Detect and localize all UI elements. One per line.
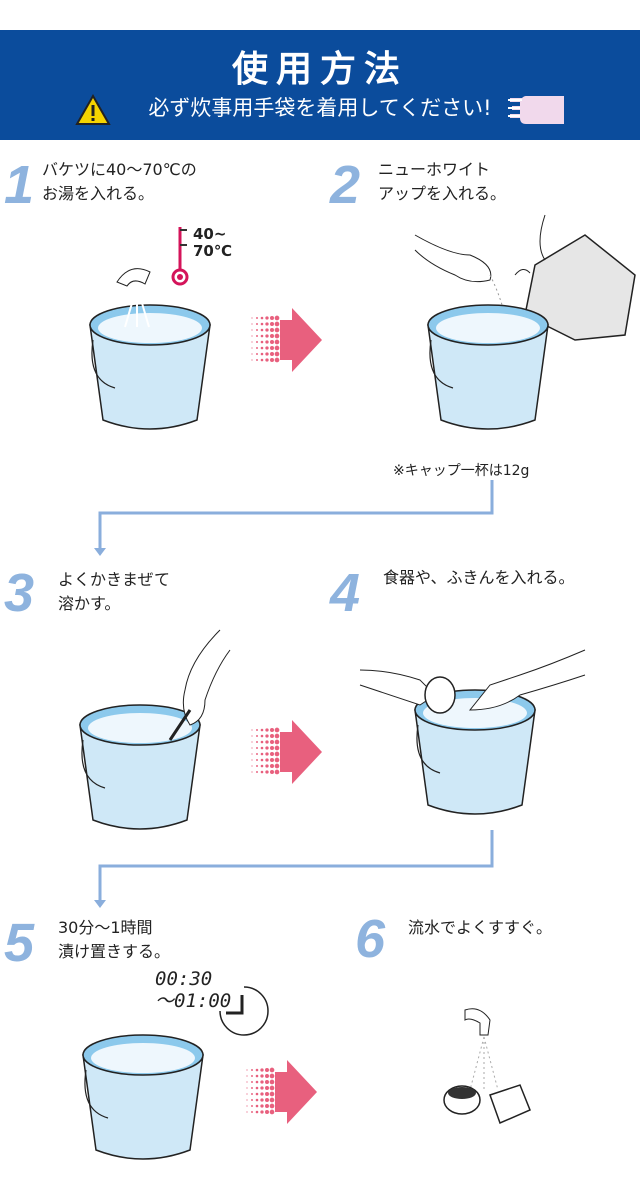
temp-min: 40~ bbox=[193, 225, 227, 243]
step-2-line-2: アップを入れる。 bbox=[378, 184, 507, 203]
timer-start: 00:30 bbox=[155, 968, 213, 990]
step-5-line-1: 30分～1時間 bbox=[58, 918, 153, 937]
step-1-line-2: お湯を入れる。 bbox=[42, 184, 155, 203]
temp-max: 70℃ bbox=[193, 242, 233, 260]
step-4-line-1: 食器や、ふきんを入れる。 bbox=[383, 568, 575, 587]
step-2-number: 2 bbox=[330, 155, 361, 215]
step-arrow bbox=[251, 308, 322, 372]
bucket-detergent bbox=[427, 304, 549, 430]
step-1-number: 1 bbox=[4, 155, 35, 215]
step-6-number: 6 bbox=[355, 909, 386, 969]
warning-line: 必ず炊事用手袋を着用してください! bbox=[0, 92, 640, 125]
step-6-line-1: 流水でよくすすぐ。 bbox=[408, 918, 553, 937]
glove-icon bbox=[508, 96, 564, 124]
step-arrow bbox=[251, 720, 322, 784]
step-2-text: ニューホワイトアップを入れる。 bbox=[378, 158, 506, 206]
step-1-text: バケツに40～70℃のお湯を入れる。 bbox=[42, 158, 197, 206]
step-3-line-2: 溶かす。 bbox=[58, 594, 121, 613]
step-5-text: 30分～1時間漬け置きする。 bbox=[58, 916, 170, 964]
bucket-stirring bbox=[79, 704, 201, 830]
step-5-number: 5 bbox=[4, 913, 35, 973]
hands-with-dishes-icon bbox=[359, 649, 586, 714]
timer-readout: 00:30～01:00 bbox=[155, 968, 231, 1012]
warning-icon bbox=[75, 93, 111, 125]
step-1-line-1: バケツに40～70℃の bbox=[42, 160, 197, 179]
cap-note: ※キャップ一杯は12g bbox=[393, 463, 530, 479]
clock-icon bbox=[219, 986, 269, 1036]
warning-text: 必ず炊事用手袋を着用してください! bbox=[148, 96, 492, 120]
step-6-text: 流水でよくすすぐ。 bbox=[408, 916, 552, 940]
step-4-number: 4 bbox=[330, 563, 361, 623]
bucket-soaking bbox=[82, 1034, 204, 1160]
step-3-text: よくかきまぜて溶かす。 bbox=[58, 568, 170, 616]
thermometer-icon bbox=[171, 227, 189, 286]
page-title: 使用方法 bbox=[231, 49, 408, 90]
step-5-line-2: 漬け置きする。 bbox=[58, 942, 171, 961]
header-banner: 使用方法 必ず炊事用手袋を着用してください! bbox=[0, 30, 640, 140]
timer-end: ～01:00 bbox=[155, 990, 232, 1012]
rinse-illustration bbox=[443, 1008, 531, 1125]
bucket-hot-water bbox=[89, 304, 211, 430]
faucet-icon bbox=[116, 268, 151, 328]
step-3-line-1: よくかきまぜて bbox=[58, 570, 171, 589]
step-2-line-1: ニューホワイト bbox=[378, 160, 491, 179]
stirring-hand-icon bbox=[168, 629, 231, 741]
step-3-number: 3 bbox=[4, 563, 35, 623]
thermometer-label: 40~70℃ bbox=[193, 226, 232, 260]
step-arrow bbox=[246, 1060, 317, 1124]
step-4-text: 食器や、ふきんを入れる。 bbox=[383, 566, 575, 590]
